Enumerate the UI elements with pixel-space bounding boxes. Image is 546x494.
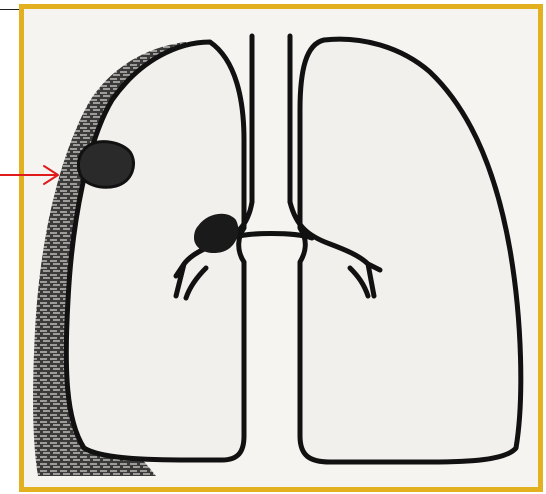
red-arrow-icon [0, 166, 58, 184]
left-lung-outline [300, 39, 521, 462]
trachea [252, 36, 290, 202]
pleural-nodule [78, 142, 133, 188]
